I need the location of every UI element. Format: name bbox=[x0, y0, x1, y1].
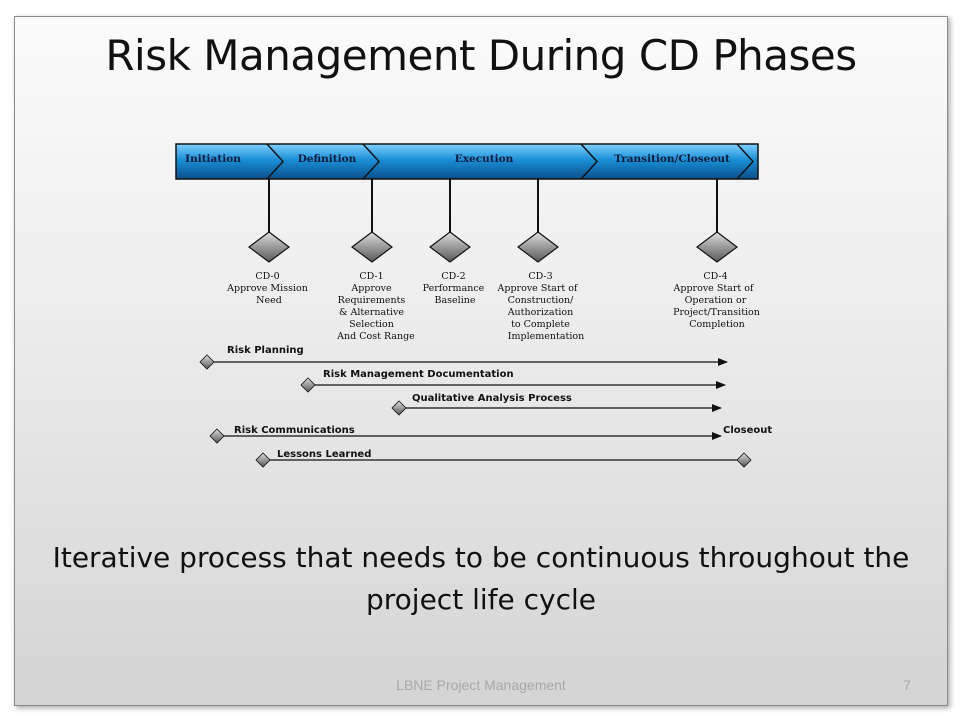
closeout-label: Closeout bbox=[723, 425, 772, 436]
milestone-cd1-label: CD-1 Approve Requirements & Alternative … bbox=[336, 271, 415, 342]
milestone-cd2-diamond bbox=[429, 231, 471, 263]
milestone-cd1-diamond bbox=[351, 231, 393, 263]
slide-subtitle: Iterative process that needs to be conti… bbox=[52, 541, 910, 616]
risk-documentation-start-diamond bbox=[300, 377, 316, 393]
qualitative-analysis-label: Qualitative Analysis Process bbox=[412, 393, 572, 404]
risk-communications-label: Risk Communications bbox=[234, 425, 355, 436]
phase-bar: Initiation Definition Execution Transiti… bbox=[175, 143, 759, 180]
page-number: 7 bbox=[903, 677, 911, 693]
milestone-cd4-label: CD-4 Approve Start of Operation or Proje… bbox=[673, 271, 763, 330]
cd-phases-diagram: Initiation Definition Execution Transiti… bbox=[175, 143, 772, 468]
lessons-learned-start-diamond bbox=[255, 452, 271, 468]
milestone-cd0-diamond bbox=[248, 231, 290, 263]
milestone-cd0-label: CD-0 Approve Mission Need bbox=[226, 271, 311, 306]
risk-communications-start-diamond bbox=[209, 428, 225, 444]
slide-title: Risk Management During CD Phases bbox=[105, 31, 857, 80]
slide: Risk Management During CD Phases bbox=[14, 16, 948, 706]
milestone-cd3-diamond bbox=[517, 231, 559, 263]
phase-initiation: Initiation bbox=[185, 153, 241, 165]
lessons-learned-end-diamond bbox=[736, 452, 752, 468]
phase-transition-closeout: Transition/Closeout bbox=[614, 153, 730, 165]
qualitative-analysis-start-diamond bbox=[391, 400, 407, 416]
risk-planning-start-diamond bbox=[199, 354, 215, 370]
milestones: CD-0 Approve Mission Need CD-1 Approve R… bbox=[226, 179, 763, 342]
risk-planning-label: Risk Planning bbox=[227, 345, 304, 356]
lessons-learned-label: Lessons Learned bbox=[277, 449, 371, 460]
milestone-cd3-label: CD-3 Approve Start of Construction/ Auth… bbox=[497, 271, 585, 342]
phase-execution: Execution bbox=[455, 153, 514, 165]
milestone-cd2-label: CD-2 Performance Baseline bbox=[423, 271, 488, 306]
risk-documentation-label: Risk Management Documentation bbox=[323, 369, 514, 380]
phase-definition: Definition bbox=[298, 153, 357, 165]
milestone-cd4-diamond bbox=[696, 231, 738, 263]
risk-tracks: Risk Planning Risk Management Documentat… bbox=[199, 345, 772, 468]
slide-footer: LBNE Project Management bbox=[396, 677, 566, 693]
